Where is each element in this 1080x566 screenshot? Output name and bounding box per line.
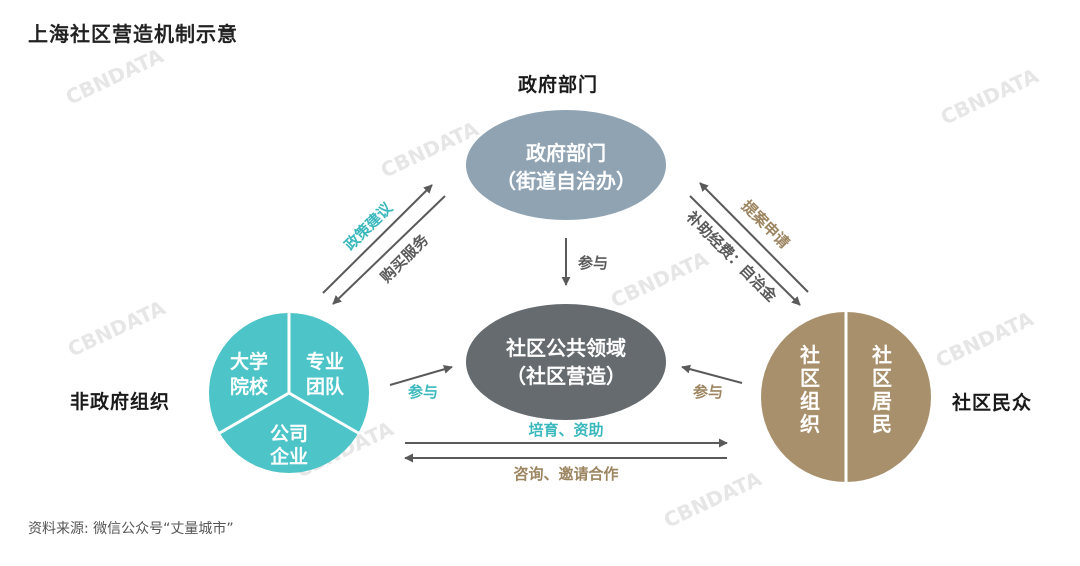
center-node-line2: （社区营造） [506, 364, 626, 388]
government-node-line1: 政府部门 [526, 141, 606, 165]
edge-participate-left: 参与 [408, 383, 438, 401]
source-note: 资料来源: 微信公众号“丈量城市” [28, 521, 234, 537]
ngo-segment-team-line1: 专业 [306, 350, 344, 373]
community-segment-organization: 社区组织 [799, 343, 820, 436]
community-segment-residents: 社区居民 [871, 343, 892, 436]
edge-consult: 咨询、邀请合作 [513, 465, 618, 483]
ngo-community-arrows: 培育、资助 咨询、邀请合作 [404, 421, 728, 483]
ngo-segment-university-line1: 大学 [230, 350, 268, 373]
ngo-segment-company-line1: 公司 [270, 423, 308, 445]
watermark: CBNDATA [937, 63, 1043, 129]
government-node: 政府部门 （街道自治办） [466, 110, 666, 220]
community-label: 社区民众 [952, 392, 1033, 414]
ngo-segment-company-line2: 企业 [269, 445, 308, 468]
watermark: CBNDATA [660, 466, 766, 532]
edge-proposal-apply: 提案申请 [738, 197, 793, 252]
page-title: 上海社区营造机制示意 [28, 22, 238, 46]
participation-arrows: 参与 参与 参与 [389, 238, 743, 401]
edge-purchase-service: 购买服务 [377, 230, 433, 286]
center-node-line1: 社区公共领域 [505, 336, 626, 360]
ngo-segment-team-line2: 团队 [306, 375, 345, 398]
government-label: 政府部门 [518, 74, 599, 96]
watermark: CBNDATA [377, 116, 483, 182]
ngo-label: 非政府组织 [70, 391, 171, 413]
center-node: 社区公共领域 （社区营造） [466, 304, 666, 420]
community-node: 社区组织 社区居民 [761, 312, 931, 482]
gov-community-arrows: 提案申请 补助经费：自治金 [682, 182, 809, 306]
edge-cultivate: 培育、资助 [528, 421, 603, 439]
edge-participate-right: 参与 [693, 383, 723, 401]
government-node-line2: （街道自治办） [496, 169, 636, 193]
edge-policy-advice: 政策建议 [341, 198, 397, 254]
watermark: CBNDATA [62, 43, 168, 109]
ngo-node: 大学 院校 专业 团队 公司 企业 [209, 313, 369, 473]
watermark: CBNDATA [64, 295, 170, 361]
watermark: CBNDATA [932, 306, 1038, 372]
edge-participate-top: 参与 [578, 254, 608, 272]
gov-ngo-arrows: 政策建议 购买服务 [322, 184, 446, 305]
ngo-segment-university-line2: 院校 [230, 375, 269, 398]
watermark: CBNDATA [607, 246, 713, 312]
